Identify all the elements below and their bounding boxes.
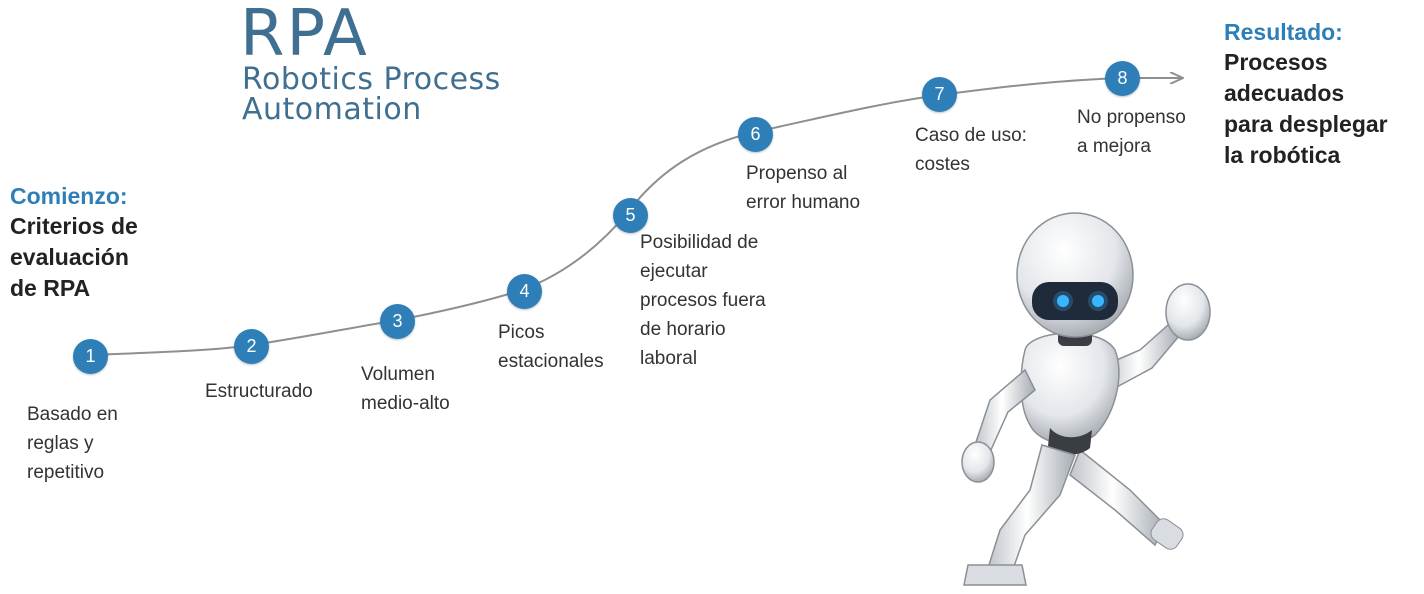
result-heading: Resultado: Procesos adecuados para despl… xyxy=(1224,19,1388,168)
step-5-node: 5 xyxy=(613,198,648,233)
result-label: Resultado: xyxy=(1224,19,1343,45)
start-heading: Comienzo: Criterios de evaluación de RPA xyxy=(10,183,138,301)
step-2-label: Estructurado xyxy=(205,381,313,402)
logo-title: RPA xyxy=(240,0,369,71)
start-label: Comienzo: xyxy=(10,183,128,209)
step-1-node: 1 xyxy=(73,339,108,374)
logo-subtitle-line1: Robotics Process xyxy=(242,62,501,97)
logo-subtitle-line2: Automation xyxy=(242,92,422,127)
step-6-node: 6 xyxy=(738,117,773,152)
step-8-node: 8 xyxy=(1105,61,1140,96)
step-3-node: 3 xyxy=(380,304,415,339)
step-7-node: 7 xyxy=(922,77,957,112)
robot-icon xyxy=(961,212,1211,586)
step-2-node: 2 xyxy=(234,329,269,364)
step-7-label: Caso de uso:costes xyxy=(915,125,1027,175)
step-4-node: 4 xyxy=(507,274,542,309)
